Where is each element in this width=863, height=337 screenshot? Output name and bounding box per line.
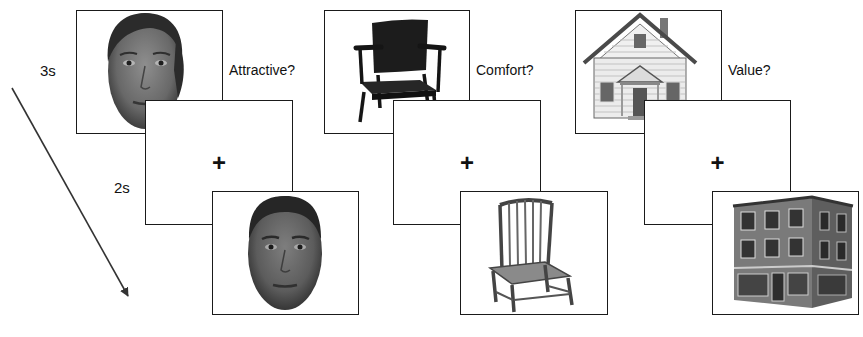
question-text: Value? <box>728 62 771 78</box>
office-chair-part <box>356 47 381 48</box>
house-part <box>600 82 614 102</box>
question-text: Comfort? <box>476 62 534 78</box>
face-frame-part <box>248 196 322 310</box>
label-anchor: 2s <box>114 179 130 196</box>
female-face-part <box>159 61 164 66</box>
building-frame <box>713 192 859 315</box>
wooden-chair-frame-part <box>496 286 570 300</box>
building-frame-part <box>789 209 803 227</box>
duration-label: 2s <box>114 179 130 196</box>
building-frame-part <box>741 240 755 258</box>
fixation-frame: + <box>145 100 293 225</box>
building-frame-part <box>741 212 755 230</box>
face-frame-part <box>249 196 321 240</box>
fixation-cross: + <box>460 151 474 175</box>
building-frame-part <box>738 274 768 296</box>
wooden-chair-frame-part <box>490 262 570 284</box>
stimulus-frame: Attractive? <box>76 10 223 134</box>
question-text: Attractive? <box>229 62 295 78</box>
building-frame-part <box>788 273 808 295</box>
building-frame-part <box>820 212 829 230</box>
house-part <box>666 82 680 102</box>
fixation-cross: + <box>212 151 226 175</box>
house-part <box>618 66 662 82</box>
building-frame-part <box>734 266 852 270</box>
building-frame-part <box>772 273 784 301</box>
wooden-chair-frame-part <box>500 205 502 270</box>
building-frame-part <box>837 214 846 232</box>
female-face-part <box>127 61 132 66</box>
female-face-part <box>123 60 135 66</box>
office-chair-part <box>438 48 440 92</box>
duration-label: 3s <box>40 62 56 79</box>
building-frame-part <box>837 242 846 260</box>
wooden-chair-frame-part <box>461 192 608 315</box>
face-frame-part <box>213 192 359 315</box>
building-frame-part <box>818 275 846 295</box>
fixation-frame: + <box>644 100 791 225</box>
face-frame-part <box>281 250 290 272</box>
house-part <box>584 15 696 63</box>
building-frame-part <box>734 198 812 308</box>
wooden-chair-frame-part <box>548 203 552 265</box>
female-face-part <box>155 60 167 66</box>
face-frame-part <box>262 237 279 239</box>
fixation-frame: + <box>393 100 541 225</box>
label-anchor: 3s <box>40 62 56 79</box>
office-chair-part <box>360 48 362 84</box>
building-frame-part <box>713 192 859 315</box>
house-part <box>620 82 660 85</box>
building-frame-part <box>812 198 852 308</box>
female-face-part <box>120 53 137 55</box>
stimulus-frame: Comfort? <box>324 10 470 134</box>
female-face-part <box>153 53 170 55</box>
fixation-cross: + <box>710 151 724 175</box>
face-frame-part <box>292 237 309 239</box>
female-face-part <box>174 40 184 98</box>
female-face-part <box>141 66 150 89</box>
office-chair-part <box>360 92 364 122</box>
face-frame-part <box>298 245 303 250</box>
wooden-chair-frame-part <box>493 265 572 312</box>
wooden-chair-frame <box>461 192 608 315</box>
building-frame-part <box>765 239 779 257</box>
wooden-chair-frame-part <box>509 200 541 266</box>
house-part <box>634 34 646 48</box>
building-frame-part <box>765 211 779 229</box>
building-frame-part <box>733 197 853 206</box>
building-frame-part <box>789 238 803 256</box>
face-frame-part <box>273 285 297 287</box>
office-chair-part <box>372 90 436 100</box>
face-frame-part <box>269 245 274 250</box>
face-frame-part <box>265 244 277 250</box>
face-frame-part <box>294 244 306 250</box>
office-chair-part <box>420 46 444 48</box>
face-frame <box>213 192 359 315</box>
female-face-part <box>108 13 183 62</box>
building-frame-part <box>820 241 829 259</box>
stimulus-frame: Value? <box>575 10 722 134</box>
